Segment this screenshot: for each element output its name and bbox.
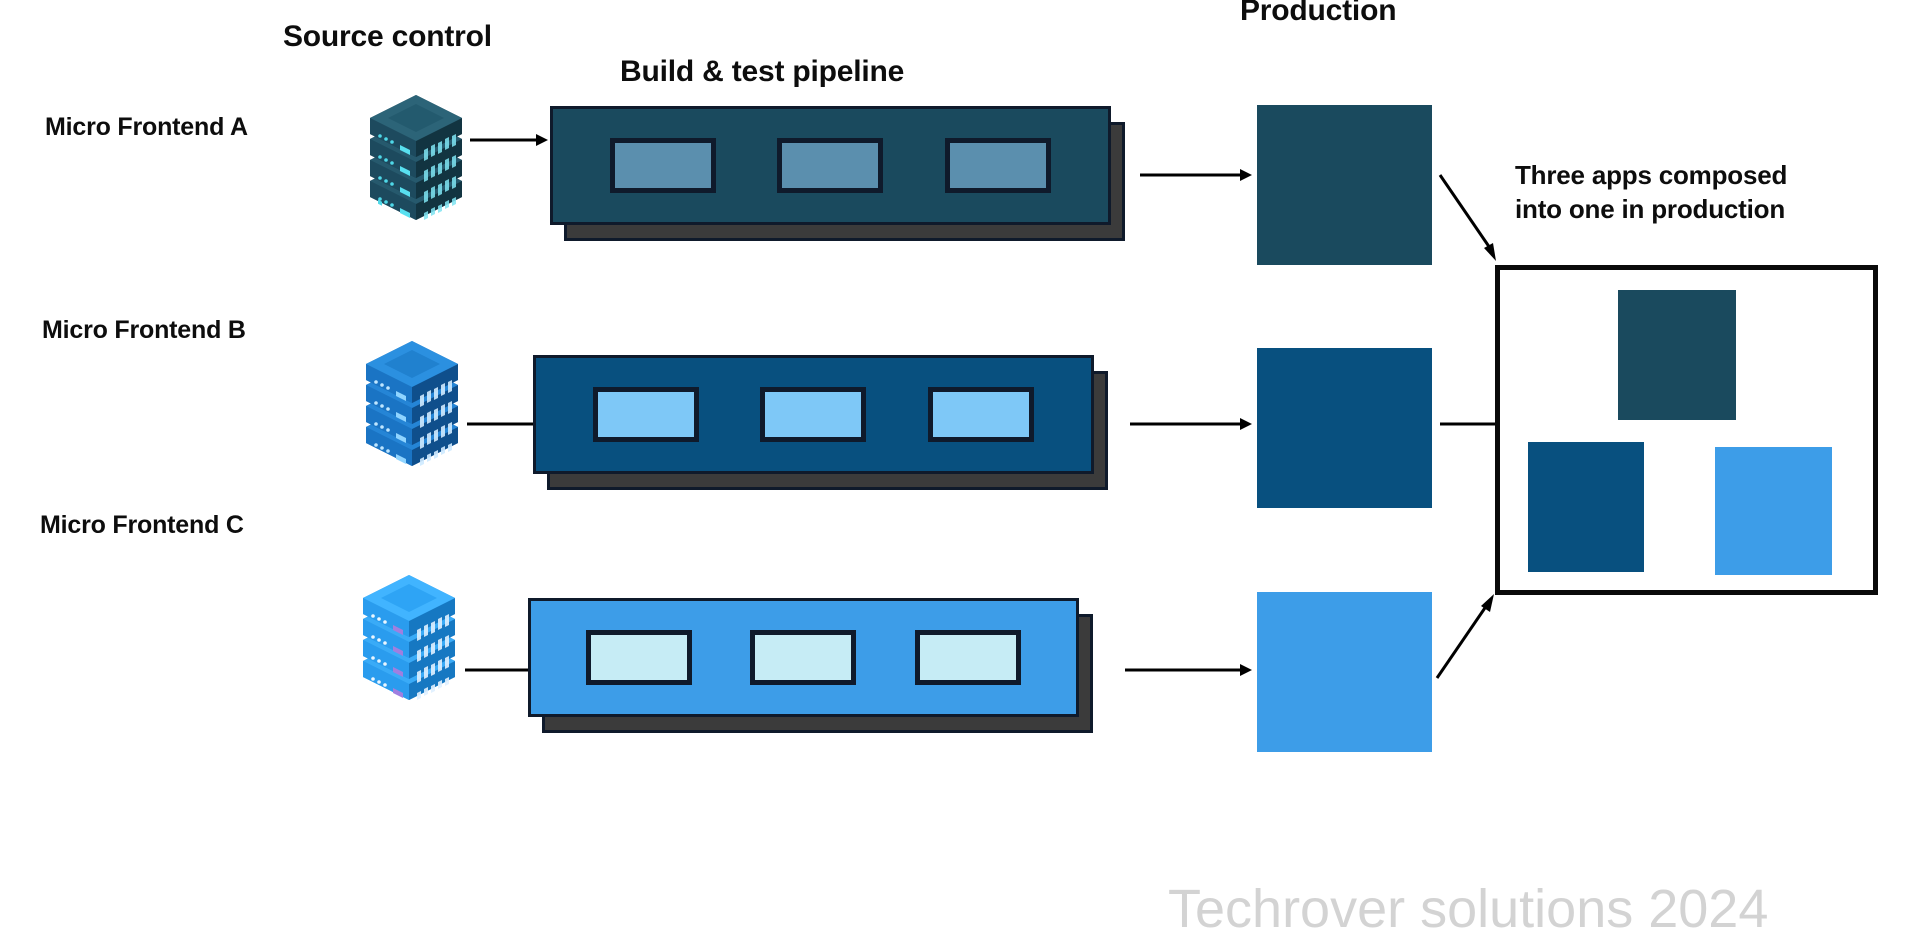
pipeline-stage-b-2 <box>760 387 867 442</box>
pipeline-stage-a-1 <box>609 138 716 193</box>
production-box-c <box>1257 592 1432 752</box>
watermark: Techrover solutions 2024 <box>1168 879 1769 939</box>
pipeline-body-c <box>528 598 1079 717</box>
pipeline-stage-c-1 <box>586 630 693 685</box>
arrow-production-a-to-composed <box>1438 174 1504 265</box>
arrow-production-c-to-composed <box>1435 590 1503 680</box>
pipeline-stage-b-3 <box>928 387 1035 442</box>
composed-tile-a <box>1618 290 1736 420</box>
row-label-micro-frontend-b: Micro Frontend B <box>42 316 246 344</box>
pipeline-bar-b <box>533 355 1108 490</box>
arrow-source-to-pipeline-a <box>470 130 548 150</box>
composed-application-frame <box>1495 265 1878 595</box>
arrow-pipeline-to-production-c <box>1125 660 1252 680</box>
pipeline-stage-a-3 <box>945 138 1052 193</box>
pipeline-stage-b-1 <box>592 387 699 442</box>
server-stack-icon <box>355 575 463 700</box>
pipeline-body-b <box>533 355 1094 474</box>
arrow-pipeline-to-production-b <box>1130 414 1252 434</box>
header-source-control: Source control <box>283 20 492 53</box>
pipeline-bar-c <box>528 598 1093 733</box>
pipeline-stage-c-3 <box>914 630 1021 685</box>
pipeline-stage-c-2 <box>750 630 857 685</box>
composed-note: Three apps composed into one in producti… <box>1515 160 1788 225</box>
row-label-micro-frontend-a: Micro Frontend A <box>45 113 248 141</box>
production-box-b <box>1257 348 1432 508</box>
pipeline-stage-a-2 <box>777 138 884 193</box>
server-stack-icon <box>362 95 470 220</box>
production-box-a <box>1257 105 1432 265</box>
server-stack-icon <box>358 341 466 466</box>
row-label-micro-frontend-c: Micro Frontend C <box>40 511 244 539</box>
composed-tile-c <box>1715 447 1832 575</box>
pipeline-bar-a <box>550 106 1125 241</box>
pipeline-body-a <box>550 106 1111 225</box>
header-build-test-pipeline: Build & test pipeline <box>620 55 905 88</box>
header-production: Production <box>1240 0 1397 27</box>
arrow-pipeline-to-production-a <box>1140 165 1252 185</box>
composed-tile-b <box>1528 442 1644 572</box>
